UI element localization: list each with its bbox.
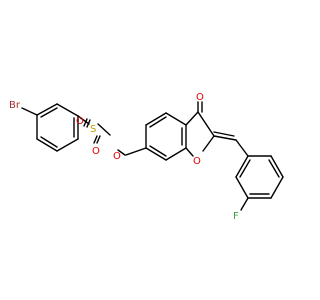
aryl-ester-bond	[125, 147, 147, 156]
molecule-structure: Br S O O O O O F	[9, 92, 284, 222]
ketone-oxygen-label: O	[196, 92, 204, 103]
sulfonyl-oxygen-top-label: O	[76, 116, 84, 127]
bromine-label: Br	[9, 100, 21, 111]
ester-oxygen-label: O	[113, 151, 121, 162]
bromophenyl-ring	[36, 103, 79, 152]
sulfonyl-oxygen-bottom-label: O	[92, 146, 100, 157]
fluorine-label: F	[233, 211, 239, 222]
benzylidene-linker	[213, 131, 249, 157]
sulfur-label: S	[90, 124, 96, 135]
sulfonate-linkage	[77, 115, 126, 156]
fluorophenyl-ring	[235, 155, 284, 211]
furan-oxygen-label: O	[193, 156, 201, 167]
benzofuranone-core	[145, 101, 215, 161]
